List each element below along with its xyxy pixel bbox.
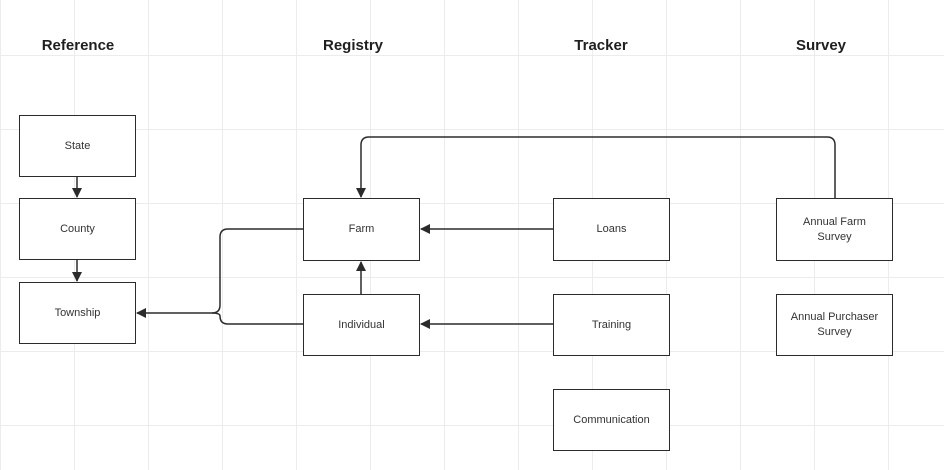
edge-farm-to-township [136, 228, 303, 318]
node-communication-label: Communication [573, 413, 650, 426]
node-annual-purchaser-survey[interactable]: Annual Purchaser Survey [776, 294, 893, 356]
node-loans-label: Loans [596, 223, 627, 235]
node-loans[interactable]: Loans [553, 198, 670, 261]
column-header-survey: Survey [795, 37, 847, 54]
node-training[interactable]: Training [553, 294, 670, 356]
node-individual[interactable]: Individual [303, 294, 420, 356]
column-header-registry: Registry [322, 37, 384, 54]
node-annual-farm-survey-label: Annual Farm Survey [803, 215, 866, 243]
node-individual-label: Individual [338, 318, 385, 331]
node-county[interactable]: County [19, 198, 136, 260]
node-state[interactable]: State [19, 115, 136, 177]
column-header-tracker: Tracker [574, 37, 628, 54]
node-annual-purchaser-survey-label: Annual Purchaser Survey [790, 311, 879, 338]
node-county-label: County [60, 222, 95, 235]
node-state-label: State [64, 139, 91, 152]
column-header-reference: Reference [41, 37, 115, 54]
node-farm-label: Farm [348, 223, 375, 235]
node-annual-farm-survey[interactable]: Annual Farm Survey [776, 198, 893, 261]
edge-annual-farm-survey-to-farm [356, 136, 836, 198]
node-farm[interactable]: Farm [303, 198, 420, 261]
node-township[interactable]: Township [19, 282, 136, 344]
node-training-label: Training [591, 318, 632, 331]
node-township-label: Township [54, 306, 101, 319]
node-communication[interactable]: Communication [553, 389, 670, 451]
edge-individual-to-township [211, 312, 303, 325]
